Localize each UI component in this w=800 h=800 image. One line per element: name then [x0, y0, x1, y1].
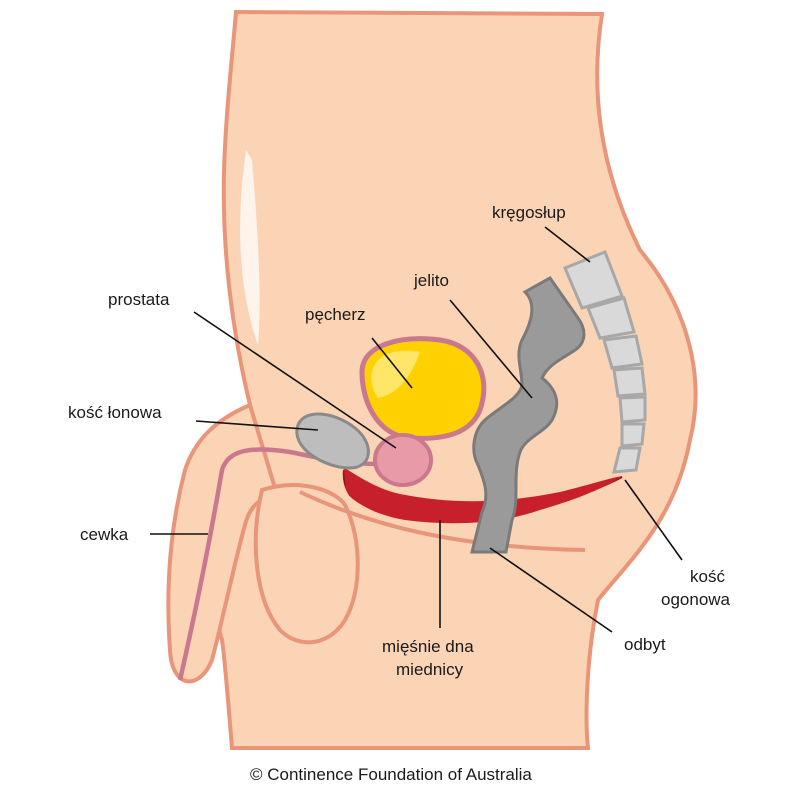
spine-leader	[544, 226, 591, 263]
label-prostate: prostata	[108, 290, 170, 309]
prostate	[373, 433, 433, 487]
vertebra	[620, 422, 646, 448]
pubic-bone-leader	[195, 420, 319, 431]
vertebra	[612, 366, 647, 398]
label-spine: kręgosłup	[492, 203, 566, 222]
label-pelvic-floor-1: mięśnie dna	[382, 637, 474, 656]
vertebra	[612, 446, 642, 474]
pubic-bone	[295, 412, 370, 470]
scrotum	[253, 483, 360, 645]
thigh-line	[299, 490, 586, 552]
label-pelvic-floor-2: miednicy	[396, 660, 464, 679]
prostate-leader	[193, 311, 397, 449]
label-bowel: jelito	[413, 271, 449, 290]
bowel-leader	[449, 299, 533, 399]
vertebra	[585, 296, 636, 340]
label-urethra: cewka	[80, 525, 129, 544]
skin-highlight	[240, 150, 260, 345]
pelvic-floor-body	[344, 468, 622, 524]
vertebra	[602, 334, 644, 370]
label-tailbone-2: ogonowa	[661, 590, 731, 609]
label-pubic-bone: kość łonowa	[68, 403, 162, 422]
vertebra	[563, 250, 624, 310]
label-bladder: pęcherz	[305, 305, 365, 324]
tailbone-leader	[624, 479, 683, 561]
spine	[563, 250, 647, 474]
anus-leader	[489, 547, 613, 633]
vertebra	[618, 395, 647, 424]
label-tailbone-1: kość	[690, 567, 725, 586]
bowel	[470, 276, 586, 554]
bladder-highlight	[371, 350, 420, 398]
label-anus: odbyt	[624, 635, 666, 654]
copyright-notice: © Continence Foundation of Australia	[250, 765, 532, 784]
bladder-leader	[371, 337, 413, 389]
